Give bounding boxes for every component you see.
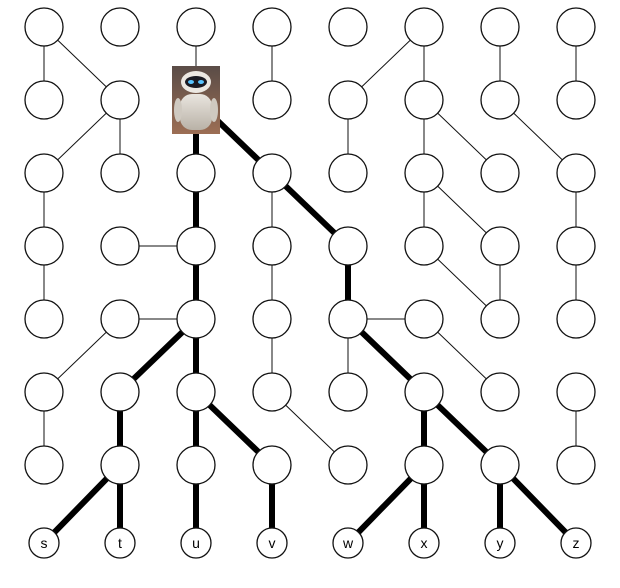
node-r5-c0 bbox=[24, 372, 64, 412]
node-r3-c5 bbox=[404, 226, 444, 266]
leaf-label-s: s bbox=[41, 535, 48, 551]
node-r6-c5 bbox=[404, 445, 444, 485]
node-r1-c4 bbox=[328, 80, 368, 120]
leaf-label-u: u bbox=[192, 535, 200, 551]
node-r6-c2 bbox=[176, 445, 216, 485]
leaf-node-u bbox=[180, 527, 212, 559]
node-r2-c5 bbox=[404, 153, 444, 193]
node-r3-c1 bbox=[100, 226, 140, 266]
leaf-label-z: z bbox=[573, 535, 580, 551]
leaf-node-y bbox=[484, 527, 516, 559]
robot-body bbox=[180, 94, 212, 130]
robot-arm-right bbox=[210, 98, 218, 122]
node-r5-c4 bbox=[328, 372, 368, 412]
leaf-label-v: v bbox=[269, 535, 276, 551]
node-r1-c7 bbox=[556, 80, 596, 120]
node-r1-c3 bbox=[252, 80, 292, 120]
node-r3-c0 bbox=[24, 226, 64, 266]
node-r5-c1 bbox=[100, 372, 140, 412]
node-r3-c4 bbox=[328, 226, 368, 266]
node-r2-c7 bbox=[556, 153, 596, 193]
node-r5-c5 bbox=[404, 372, 444, 412]
node-r0-c2 bbox=[176, 7, 216, 47]
leaf-node-x bbox=[408, 527, 440, 559]
node-r2-c2 bbox=[176, 153, 216, 193]
node-r6-c0 bbox=[24, 445, 64, 485]
node-r4-c6 bbox=[480, 299, 520, 339]
node-r4-c3 bbox=[252, 299, 292, 339]
node-r4-c4 bbox=[328, 299, 368, 339]
node-r6-c6 bbox=[480, 445, 520, 485]
node-r3-c2 bbox=[176, 226, 216, 266]
node-r2-c0 bbox=[24, 153, 64, 193]
node-r5-c6 bbox=[480, 372, 520, 412]
node-r0-c3 bbox=[252, 7, 292, 47]
node-r6-c4 bbox=[328, 445, 368, 485]
node-r4-c2 bbox=[176, 299, 216, 339]
node-r6-c1 bbox=[100, 445, 140, 485]
node-r2-c6 bbox=[480, 153, 520, 193]
grid-nodes bbox=[24, 7, 596, 485]
node-r6-c3 bbox=[252, 445, 292, 485]
node-r3-c3 bbox=[252, 226, 292, 266]
robot-visor bbox=[185, 76, 207, 88]
node-r3-c7 bbox=[556, 226, 596, 266]
node-r1-c1 bbox=[100, 80, 140, 120]
node-r5-c7 bbox=[556, 372, 596, 412]
leaf-node-v bbox=[256, 527, 288, 559]
robot-arm-left bbox=[174, 98, 182, 122]
node-r0-c0 bbox=[24, 7, 64, 47]
leaf-node-t bbox=[104, 527, 136, 559]
leaf-label-t: t bbox=[118, 535, 122, 551]
node-r0-c7 bbox=[556, 7, 596, 47]
node-r2-c3 bbox=[252, 153, 292, 193]
leaf-node-s bbox=[28, 527, 60, 559]
node-r1-c5 bbox=[404, 80, 444, 120]
node-r4-c7 bbox=[556, 299, 596, 339]
robot-icon bbox=[172, 66, 220, 134]
robot-eye-right bbox=[198, 80, 204, 84]
node-r0-c5 bbox=[404, 7, 444, 47]
node-r2-c1 bbox=[100, 153, 140, 193]
node-r1-c0 bbox=[24, 80, 64, 120]
node-r4-c0 bbox=[24, 299, 64, 339]
node-r0-c6 bbox=[480, 7, 520, 47]
node-r4-c1 bbox=[100, 299, 140, 339]
node-r6-c7 bbox=[556, 445, 596, 485]
leaf-node-w bbox=[332, 527, 364, 559]
node-r0-c1 bbox=[100, 7, 140, 47]
node-r2-c4 bbox=[328, 153, 368, 193]
leaf-nodes: s t u v w x y z bbox=[28, 527, 592, 559]
leaf-label-y: y bbox=[497, 535, 504, 551]
leaf-label-w: w bbox=[342, 535, 354, 551]
robot-eye-left bbox=[188, 80, 194, 84]
node-r3-c6 bbox=[480, 226, 520, 266]
node-r4-c5 bbox=[404, 299, 444, 339]
leaf-node-z bbox=[560, 527, 592, 559]
leaf-label-x: x bbox=[421, 535, 428, 551]
node-r0-c4 bbox=[328, 7, 368, 47]
node-r5-c2 bbox=[176, 372, 216, 412]
node-r5-c3 bbox=[252, 372, 292, 412]
node-r1-c6 bbox=[480, 80, 520, 120]
